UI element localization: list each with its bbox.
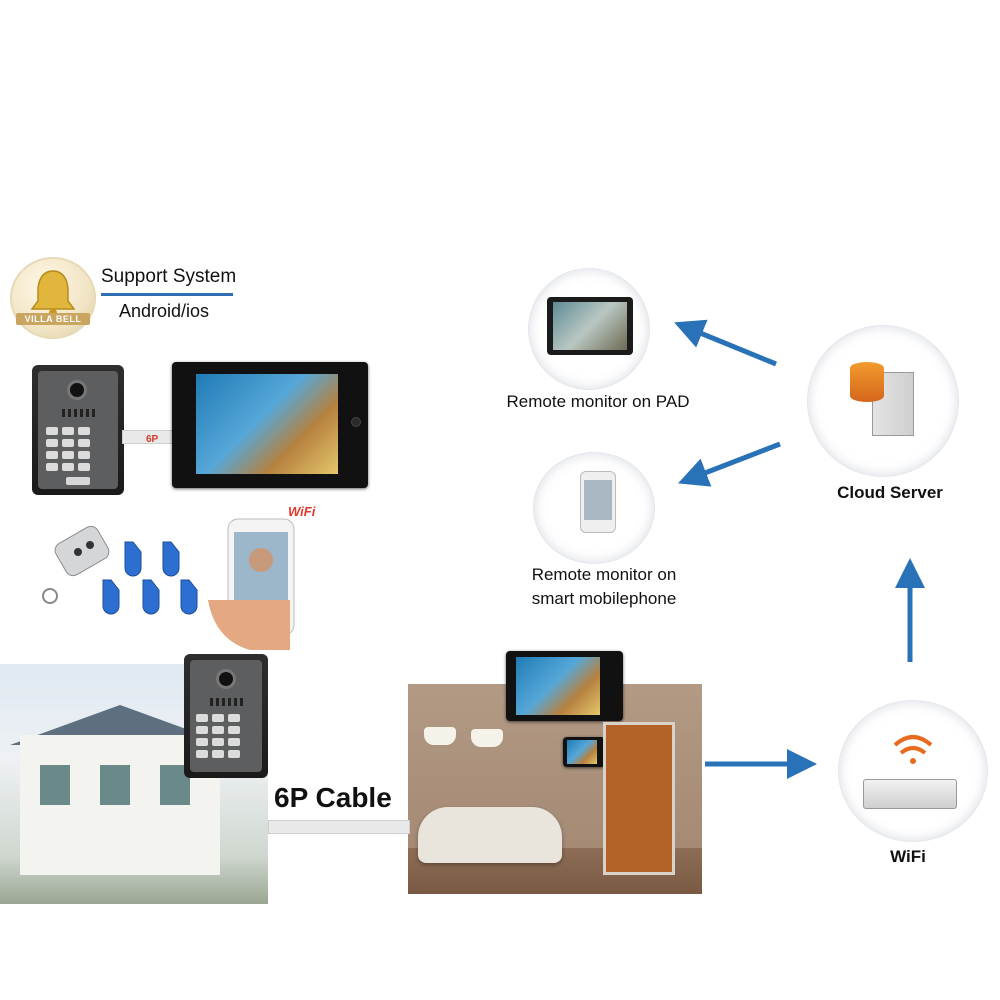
installed-door-station (184, 654, 268, 778)
speaker-grille (62, 409, 98, 417)
camera-lens (70, 383, 84, 397)
arrow-cloud-to-pad (674, 319, 777, 367)
phone-label: Remote monitor on smart mobilephone (484, 563, 724, 611)
support-divider (101, 293, 233, 296)
wifi-node-label: WiFi (890, 847, 926, 866)
wifi-badge: WiFi (288, 504, 316, 519)
remote-key-fob (42, 525, 110, 604)
door-station (32, 365, 124, 495)
cloud-server-label: Cloud Server (837, 483, 943, 502)
server-icon (850, 354, 914, 436)
wifi-signal-icon (893, 735, 933, 764)
sofa (418, 807, 562, 863)
cloud-server-node (807, 325, 959, 477)
monitor-screen (196, 374, 338, 474)
pad-node (528, 268, 650, 390)
call-button (66, 477, 90, 485)
pad-label: Remote monitor on PAD (506, 392, 690, 411)
smartphone-icon (580, 471, 616, 533)
hand-holding-phone (208, 518, 295, 650)
wifi-router-node (838, 700, 988, 842)
support-platforms: Android/ios (119, 301, 210, 321)
logo-text: VILLA BELL (16, 313, 90, 325)
phone-node (533, 452, 655, 564)
six-pin-cable (268, 820, 410, 834)
support-title: Support System (101, 266, 237, 287)
pendant-lamp-right (471, 729, 503, 747)
router-icon (863, 779, 957, 809)
six-pin-cable-label: 6P Cable (274, 782, 392, 813)
arrow-cloud-to-phone (678, 441, 781, 487)
keypad (46, 427, 90, 471)
monitor-button (352, 418, 360, 426)
phone-label-line1: Remote monitor on (531, 565, 677, 584)
indoor-monitor (172, 362, 368, 488)
room-monitor-wall (563, 737, 605, 767)
room-monitor-large (506, 651, 623, 721)
top-cable-label: 6P (146, 434, 159, 445)
bell-icon (30, 270, 76, 317)
phone-label-line2: smart mobilephone (531, 589, 677, 608)
villa-bell-logo: VILLA BELL (10, 257, 96, 339)
pendant-lamp-left (424, 727, 456, 745)
tablet-icon (547, 297, 633, 355)
room-door (603, 722, 675, 875)
rfid-tags (102, 541, 198, 615)
house-body (20, 735, 220, 875)
